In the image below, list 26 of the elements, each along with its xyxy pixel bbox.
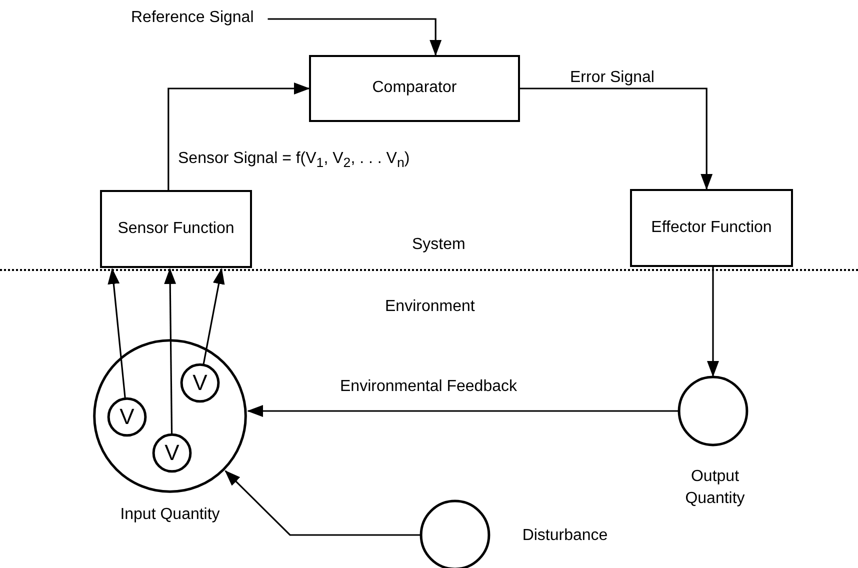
edge-label: Environmental Feedback bbox=[340, 377, 517, 397]
variable-circle: V bbox=[153, 434, 191, 472]
arrow bbox=[247, 405, 678, 417]
comparator-box: Comparator bbox=[309, 55, 520, 122]
arrow bbox=[520, 88, 713, 190]
region-label: Environment bbox=[385, 297, 475, 317]
function-box: Sensor Function bbox=[100, 190, 252, 268]
arrow bbox=[108, 268, 126, 398]
quantity-circle bbox=[92, 338, 248, 494]
edge-label: Error Signal bbox=[570, 68, 654, 88]
arrow bbox=[202, 268, 225, 364]
function-box: Effector Function bbox=[630, 189, 793, 267]
arrow bbox=[164, 268, 176, 434]
variable-circle: V bbox=[181, 364, 219, 402]
node-caption: Input Quantity bbox=[120, 505, 220, 525]
arrow bbox=[168, 82, 310, 190]
region-label: System bbox=[412, 235, 466, 255]
variable-circle: V bbox=[108, 398, 146, 436]
node-caption: Disturbance bbox=[521, 526, 609, 546]
arrow bbox=[707, 267, 719, 377]
node-caption: Output Quantity bbox=[684, 467, 746, 509]
quantity-circle bbox=[678, 376, 748, 446]
arrow bbox=[224, 470, 420, 536]
signal-label: Reference Signal bbox=[131, 8, 254, 30]
arrow bbox=[268, 18, 442, 56]
edge-label: Sensor Signal = f(V$_{1}$, V$_{2}$, . . . V$_{n}$) bbox=[178, 149, 410, 172]
